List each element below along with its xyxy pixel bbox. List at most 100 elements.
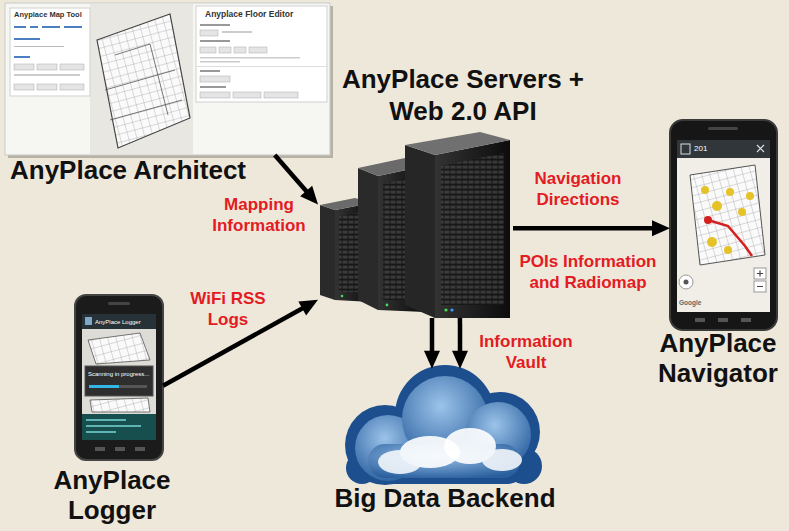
- architect-screenshot-part: [200, 92, 230, 98]
- logger-phone-part: [95, 447, 105, 451]
- architect-screenshot-part: [37, 84, 57, 90]
- navigator-phone-part: [681, 144, 690, 154]
- architect-screenshot-part: [196, 66, 327, 67]
- architect-screenshot-part: [42, 26, 60, 28]
- node-heading: AnyPlace Servers + Web 2.0 API: [313, 63, 613, 127]
- flow-arrow: [424, 318, 440, 369]
- architect-screenshot-part: [14, 38, 40, 40]
- cloud-shape: Big Data Backend: [345, 365, 540, 487]
- screenshot-panel: AnyPlace Architect: [5, 3, 330, 155]
- node-heading: AnyPlace Architect: [10, 155, 330, 185]
- navigator-phone-part: [757, 271, 763, 287]
- node-heading: Big Data Backend: [315, 483, 575, 513]
- logger-phone-part: [82, 314, 156, 329]
- server-towers: [320, 132, 510, 318]
- architect-screenshot-part: [60, 84, 84, 90]
- arrow-shaft: [458, 318, 463, 355]
- arrow-head: [452, 351, 468, 369]
- navigator-phone-part: [726, 188, 734, 196]
- navigator-phone-part: [746, 192, 754, 200]
- architect-screenshot-part: [219, 47, 231, 53]
- logger-phone-part: [115, 447, 125, 451]
- logger-phone-part: [86, 425, 141, 427]
- logger-phone-part: [85, 366, 153, 396]
- architect-screenshot-part: [200, 57, 300, 59]
- logger-phone-part: [135, 447, 145, 451]
- architect-screenshot-part: [110, 100, 182, 120]
- flow-arrow: [452, 318, 468, 369]
- navigator-phone-part: [695, 318, 705, 322]
- architect-screenshot-part: [37, 64, 57, 70]
- map-credit: Google: [679, 299, 701, 306]
- app-title: Anyplace Map Tool: [14, 11, 82, 20]
- flow-note: POIs Information and Radiomap: [513, 251, 663, 293]
- architect-screenshot-part: [200, 47, 216, 53]
- navigator-phone-part: [684, 280, 689, 285]
- edge-label: Information Vault: [471, 331, 581, 373]
- panel-title: Anyplace Floor Editor: [205, 10, 293, 20]
- cloud-illustration-part: [482, 449, 522, 471]
- flow-arrow: [513, 220, 670, 236]
- navigator-phone-part: [757, 145, 764, 152]
- cloud-illustration: [345, 365, 542, 485]
- logger-phone-part: [89, 385, 147, 388]
- architect-screenshot-part: [90, 4, 193, 154]
- screen-title: 201: [694, 144, 707, 153]
- logger-phone: [75, 295, 163, 460]
- phone-device: AnyPlace Navigator: [670, 120, 777, 330]
- navigator-phone-part: [724, 246, 732, 254]
- architect-screenshot-part: [200, 76, 230, 82]
- architect-screenshot-part: [200, 70, 220, 72]
- architect-screenshot-part: [5, 3, 330, 155]
- navigator-phone: [670, 120, 777, 330]
- server-cluster: AnyPlace Servers + Web 2.0 API: [318, 135, 513, 318]
- arrow-shaft: [513, 226, 656, 231]
- navigator-phone-part: [718, 318, 728, 322]
- architect-screenshot-part: [97, 14, 190, 148]
- logger-phone-part: [88, 333, 150, 364]
- cloud-illustration-part: [378, 450, 422, 474]
- navigator-phone-part: [701, 186, 709, 194]
- architect-screenshot-part: [64, 26, 82, 28]
- logger-phone-part: [90, 398, 150, 412]
- arrow-head: [424, 351, 440, 369]
- edge-label: Navigation Directions: [523, 168, 633, 210]
- logger-phone-part: [86, 431, 116, 433]
- navigator-phone-part: [738, 208, 746, 216]
- architect-screenshot-part: [200, 30, 218, 36]
- logger-phone-part: [89, 385, 119, 388]
- dialog-text: Scanning in progress...: [88, 371, 149, 378]
- architect-screenshot: [5, 3, 333, 158]
- navigator-phone-part: [708, 127, 738, 130]
- logger-phone-part: [82, 414, 156, 440]
- navigator-phone-part: [708, 220, 752, 256]
- screen-title: AnyPlace Logger: [95, 319, 141, 326]
- navigator-phone-part: [690, 165, 765, 265]
- edge-label: WiFi RSS Logs: [178, 288, 278, 330]
- navigator-phone-part: [704, 216, 712, 224]
- logger-phone-part: [108, 302, 130, 305]
- architect-screenshot-part: [200, 24, 230, 26]
- navigator-phone-part: [707, 237, 717, 247]
- navigator-phone-part: [741, 318, 751, 322]
- architect-screenshot-part: [105, 70, 175, 90]
- node-heading: AnyPlace Logger: [42, 465, 182, 525]
- server-towers-part: [441, 153, 504, 305]
- navigator-phone-part: [677, 140, 770, 312]
- architect-screenshot-part: [234, 47, 246, 53]
- server-towers-part: [405, 132, 510, 155]
- server-towers-part: [358, 168, 378, 310]
- architect-screenshot-part: [14, 46, 64, 47]
- navigator-phone-part: [677, 140, 770, 158]
- navigator-phone-part: [679, 275, 693, 289]
- arrow-head: [652, 220, 670, 236]
- server-towers-part: [405, 145, 435, 318]
- architect-screenshot-part: [14, 64, 34, 70]
- node-heading: AnyPlace Navigator: [648, 328, 788, 388]
- server-towers-part: [450, 308, 453, 311]
- architect-screenshot-part: [200, 86, 226, 88]
- architect-screenshot-part: [60, 64, 84, 70]
- architect-screenshot-part: [200, 40, 230, 42]
- architect-screenshot-part: [249, 47, 267, 53]
